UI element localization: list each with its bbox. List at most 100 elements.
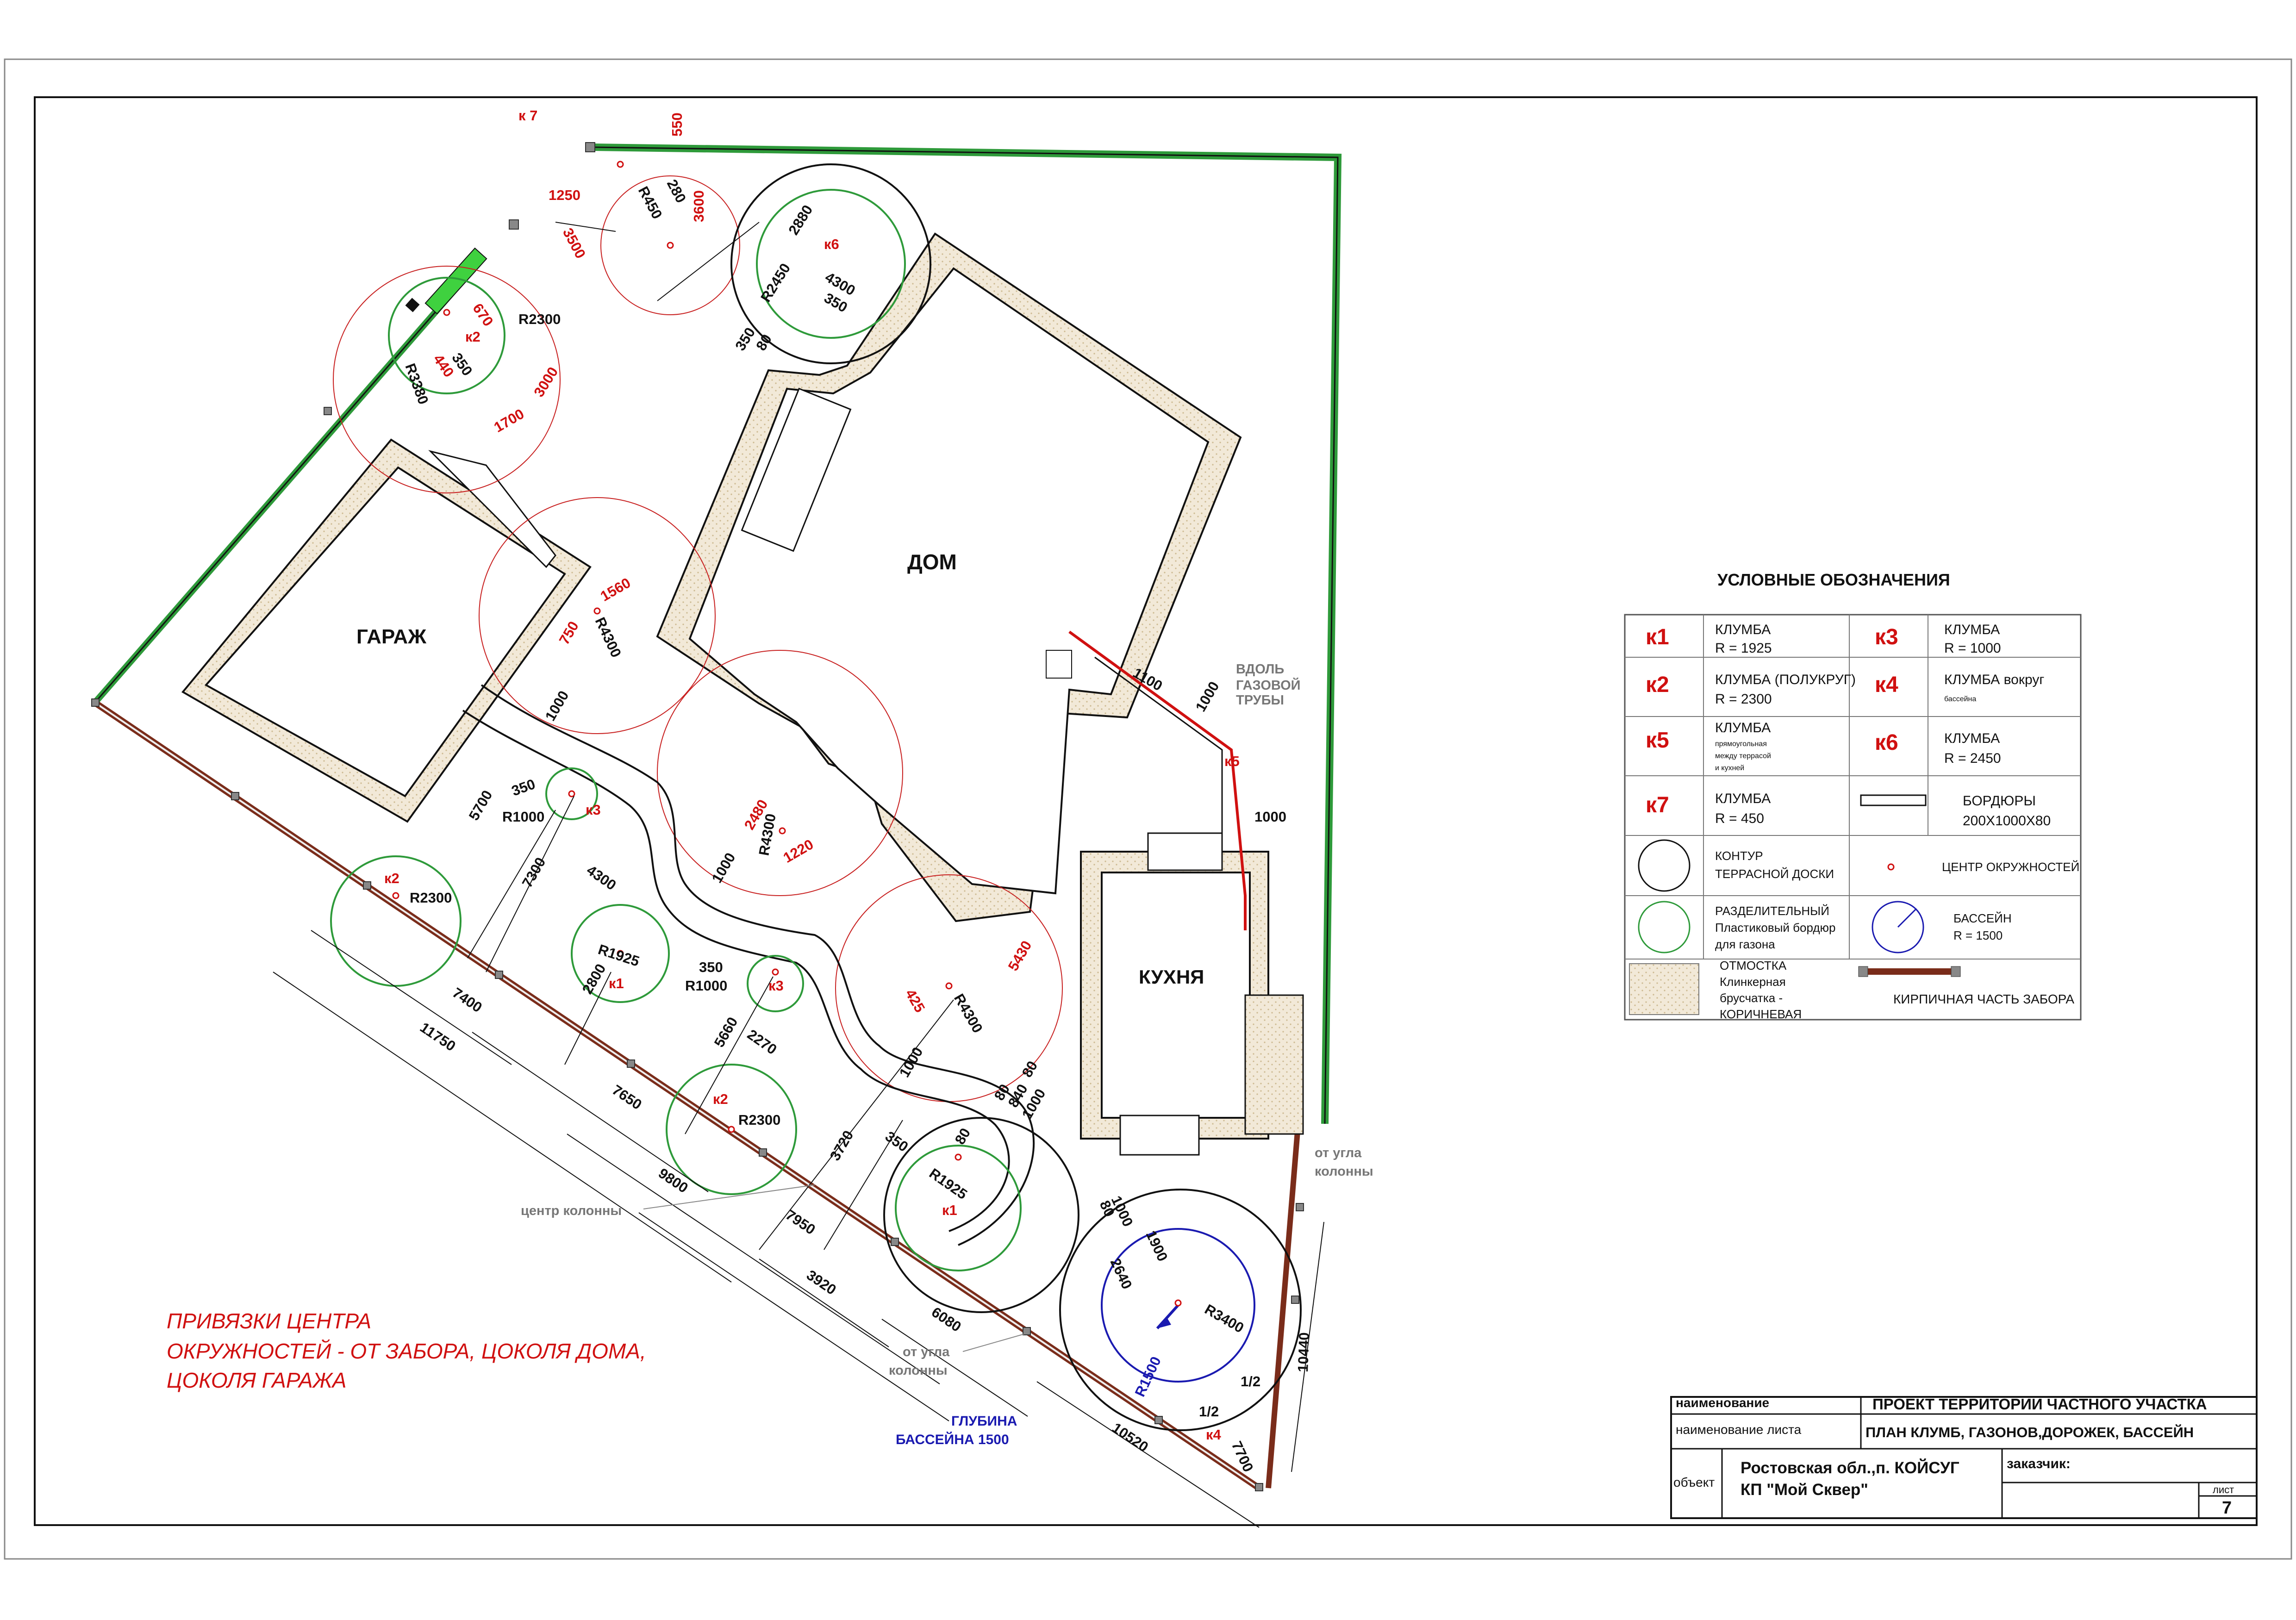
svg-text:R = 1925: R = 1925 bbox=[1715, 641, 1772, 656]
svg-text:ПРОЕКТ ТЕРРИТОРИИ ЧАСТНОГО УЧА: ПРОЕКТ ТЕРРИТОРИИ ЧАСТНОГО УЧАСТКА bbox=[1872, 1396, 2207, 1413]
svg-text:R2300: R2300 bbox=[410, 890, 452, 906]
dimension-labels: к 7 550 280 R450 1250 3600 3500 2880 к6 … bbox=[384, 107, 1312, 1474]
svg-text:к1: к1 bbox=[1646, 625, 1669, 649]
svg-text:280: 280 bbox=[664, 177, 689, 206]
svg-text:ГЛУБИНА: ГЛУБИНА bbox=[951, 1414, 1017, 1429]
svg-text:1000: 1000 bbox=[1192, 679, 1223, 714]
svg-text:5700: 5700 bbox=[466, 787, 496, 823]
svg-text:350: 350 bbox=[882, 1128, 911, 1155]
svg-text:80: 80 bbox=[1019, 1058, 1041, 1080]
legend-center-symbol bbox=[1887, 863, 1895, 871]
svg-text:к5: к5 bbox=[1224, 753, 1240, 769]
svg-text:КОНТУР: КОНТУР bbox=[1715, 849, 1763, 863]
circle-centers bbox=[392, 161, 1182, 1307]
svg-text:2270: 2270 bbox=[744, 1026, 780, 1058]
svg-text:КЛУМБА (ПОЛУКРУГ): КЛУМБА (ПОЛУКРУГ) bbox=[1715, 672, 1856, 687]
svg-text:ГАЗОВОЙ: ГАЗОВОЙ bbox=[1236, 677, 1301, 693]
svg-text:R4300: R4300 bbox=[951, 991, 986, 1036]
svg-text:для газона: для газона bbox=[1715, 937, 1775, 951]
svg-text:ТЕРРАСНОЙ ДОСКИ: ТЕРРАСНОЙ ДОСКИ bbox=[1715, 867, 1834, 881]
svg-text:7950: 7950 bbox=[783, 1207, 818, 1238]
legend-paving-symbol bbox=[1629, 963, 1699, 1015]
pool bbox=[1101, 1228, 1255, 1383]
svg-text:350: 350 bbox=[509, 776, 537, 799]
svg-text:к2: к2 bbox=[1646, 673, 1669, 697]
svg-text:5660: 5660 bbox=[711, 1014, 741, 1050]
svg-text:4300: 4300 bbox=[584, 862, 619, 893]
svg-text:Пластиковый бордюр: Пластиковый бордюр bbox=[1715, 921, 1835, 935]
svg-text:1560: 1560 bbox=[598, 574, 633, 604]
svg-text:3600: 3600 bbox=[691, 190, 707, 222]
legend-brick-fence-symbol bbox=[1858, 966, 1961, 977]
svg-text:КЛУМБА: КЛУМБА bbox=[1715, 720, 1771, 735]
svg-text:БОРДЮРЫ: БОРДЮРЫ bbox=[1963, 793, 2036, 809]
svg-text:лист: лист bbox=[2213, 1484, 2234, 1495]
svg-text:КЛУМБА вокруг: КЛУМБА вокруг bbox=[1944, 672, 2044, 687]
svg-text:к1: к1 bbox=[609, 975, 624, 991]
terrace-path-contour bbox=[480, 684, 1035, 1246]
svg-text:и кухней: и кухней bbox=[1715, 764, 1744, 772]
svg-text:1700: 1700 bbox=[491, 405, 527, 436]
brick-fence-right bbox=[1266, 1120, 1301, 1489]
gray-notes: ВДОЛЬ ГАЗОВОЙ ТРУБЫ центр колонны от угл… bbox=[521, 662, 1373, 1378]
svg-text:R = 1000: R = 1000 bbox=[1944, 641, 2001, 656]
svg-text:11750: 11750 bbox=[417, 1019, 459, 1054]
svg-text:между террасой: между террасой bbox=[1715, 752, 1771, 760]
house-label: ДОМ bbox=[907, 550, 957, 574]
svg-text:R1925: R1925 bbox=[596, 941, 642, 970]
svg-text:3920: 3920 bbox=[804, 1267, 839, 1298]
svg-text:R450: R450 bbox=[635, 184, 666, 222]
svg-text:от угла: от угла bbox=[903, 1345, 950, 1359]
svg-text:R2300: R2300 bbox=[738, 1112, 780, 1128]
legend: УСЛОВНЫЕ ОБОЗНАЧЕНИЯ к1 к3 к2 к4 к5 к6 к… bbox=[1624, 570, 2082, 1021]
svg-text:прямоугольная: прямоугольная bbox=[1715, 740, 1767, 748]
legend-pool-symbol bbox=[1872, 901, 1924, 953]
svg-text:1000: 1000 bbox=[1254, 809, 1286, 825]
svg-text:к4: к4 bbox=[1875, 673, 1898, 697]
legend-title: УСЛОВНЫЕ ОБОЗНАЧЕНИЯ bbox=[1717, 570, 1950, 589]
svg-text:R = 2450: R = 2450 bbox=[1944, 751, 2001, 766]
house-window-bench bbox=[741, 387, 852, 552]
svg-text:1/2: 1/2 bbox=[1241, 1373, 1260, 1389]
svg-text:1000: 1000 bbox=[896, 1044, 926, 1080]
svg-text:к 7: к 7 bbox=[518, 107, 537, 124]
svg-text:7300: 7300 bbox=[519, 854, 549, 890]
svg-text:ЦЕНТР ОКРУЖНОСТЕЙ: ЦЕНТР ОКРУЖНОСТЕЙ bbox=[1942, 860, 2079, 874]
svg-text:1000: 1000 bbox=[709, 850, 739, 885]
outer-frame bbox=[4, 58, 2292, 1560]
svg-text:КЛУМБА: КЛУМБА bbox=[1715, 791, 1771, 806]
svg-text:1900: 1900 bbox=[1143, 1228, 1171, 1264]
svg-text:КЛУМБА: КЛУМБА bbox=[1944, 731, 2000, 746]
garage-label: ГАРАЖ bbox=[356, 625, 426, 648]
green-bed-borders bbox=[330, 189, 1022, 1271]
kitchen-outline bbox=[1101, 872, 1251, 1119]
svg-text:670: 670 bbox=[469, 300, 496, 329]
svg-text:550: 550 bbox=[669, 112, 685, 137]
svg-text:3000: 3000 bbox=[530, 364, 561, 400]
svg-text:2640: 2640 bbox=[1107, 1256, 1136, 1291]
svg-text:центр колонны: центр колонны bbox=[521, 1203, 622, 1218]
svg-text:ПРИВЯЗКИ ЦЕНТРА: ПРИВЯЗКИ ЦЕНТРА bbox=[167, 1309, 371, 1333]
legend-terrace-contour-symbol bbox=[1638, 839, 1691, 892]
svg-text:ОКРУЖНОСТЕЙ - ОТ ЗАБОРА, ЦОКОЛ: ОКРУЖНОСТЕЙ - ОТ ЗАБОРА, ЦОКОЛЯ ДОМА, bbox=[167, 1339, 646, 1363]
svg-text:350: 350 bbox=[699, 959, 723, 975]
svg-text:к3: к3 bbox=[768, 978, 784, 994]
svg-text:КЛУМБА: КЛУМБА bbox=[1715, 622, 1771, 637]
svg-text:наименование листа: наименование листа bbox=[1676, 1422, 1802, 1437]
svg-text:1000: 1000 bbox=[542, 688, 572, 723]
svg-text:2880: 2880 bbox=[785, 202, 816, 238]
fence-posts bbox=[91, 142, 1304, 1491]
pool-depth-note: ГЛУБИНА БАССЕЙНА 1500 bbox=[896, 1414, 1017, 1447]
svg-text:к7: к7 bbox=[1646, 793, 1669, 817]
svg-text:7400: 7400 bbox=[449, 984, 485, 1016]
dimension-lines bbox=[273, 222, 1324, 1528]
svg-text:к3: к3 bbox=[1875, 625, 1898, 649]
svg-text:R2300: R2300 bbox=[518, 311, 561, 327]
svg-text:бассейна: бассейна bbox=[1944, 695, 1976, 703]
binding-note: ПРИВЯЗКИ ЦЕНТРА ОКРУЖНОСТЕЙ - ОТ ЗАБОРА,… bbox=[167, 1309, 646, 1392]
svg-text:2800: 2800 bbox=[579, 961, 609, 997]
svg-text:3500: 3500 bbox=[560, 225, 589, 261]
svg-text:Клинкерная: Клинкерная bbox=[1720, 975, 1786, 989]
site-plan: ДОМ ГАРАЖ КУХНЯ bbox=[91, 107, 1373, 1528]
